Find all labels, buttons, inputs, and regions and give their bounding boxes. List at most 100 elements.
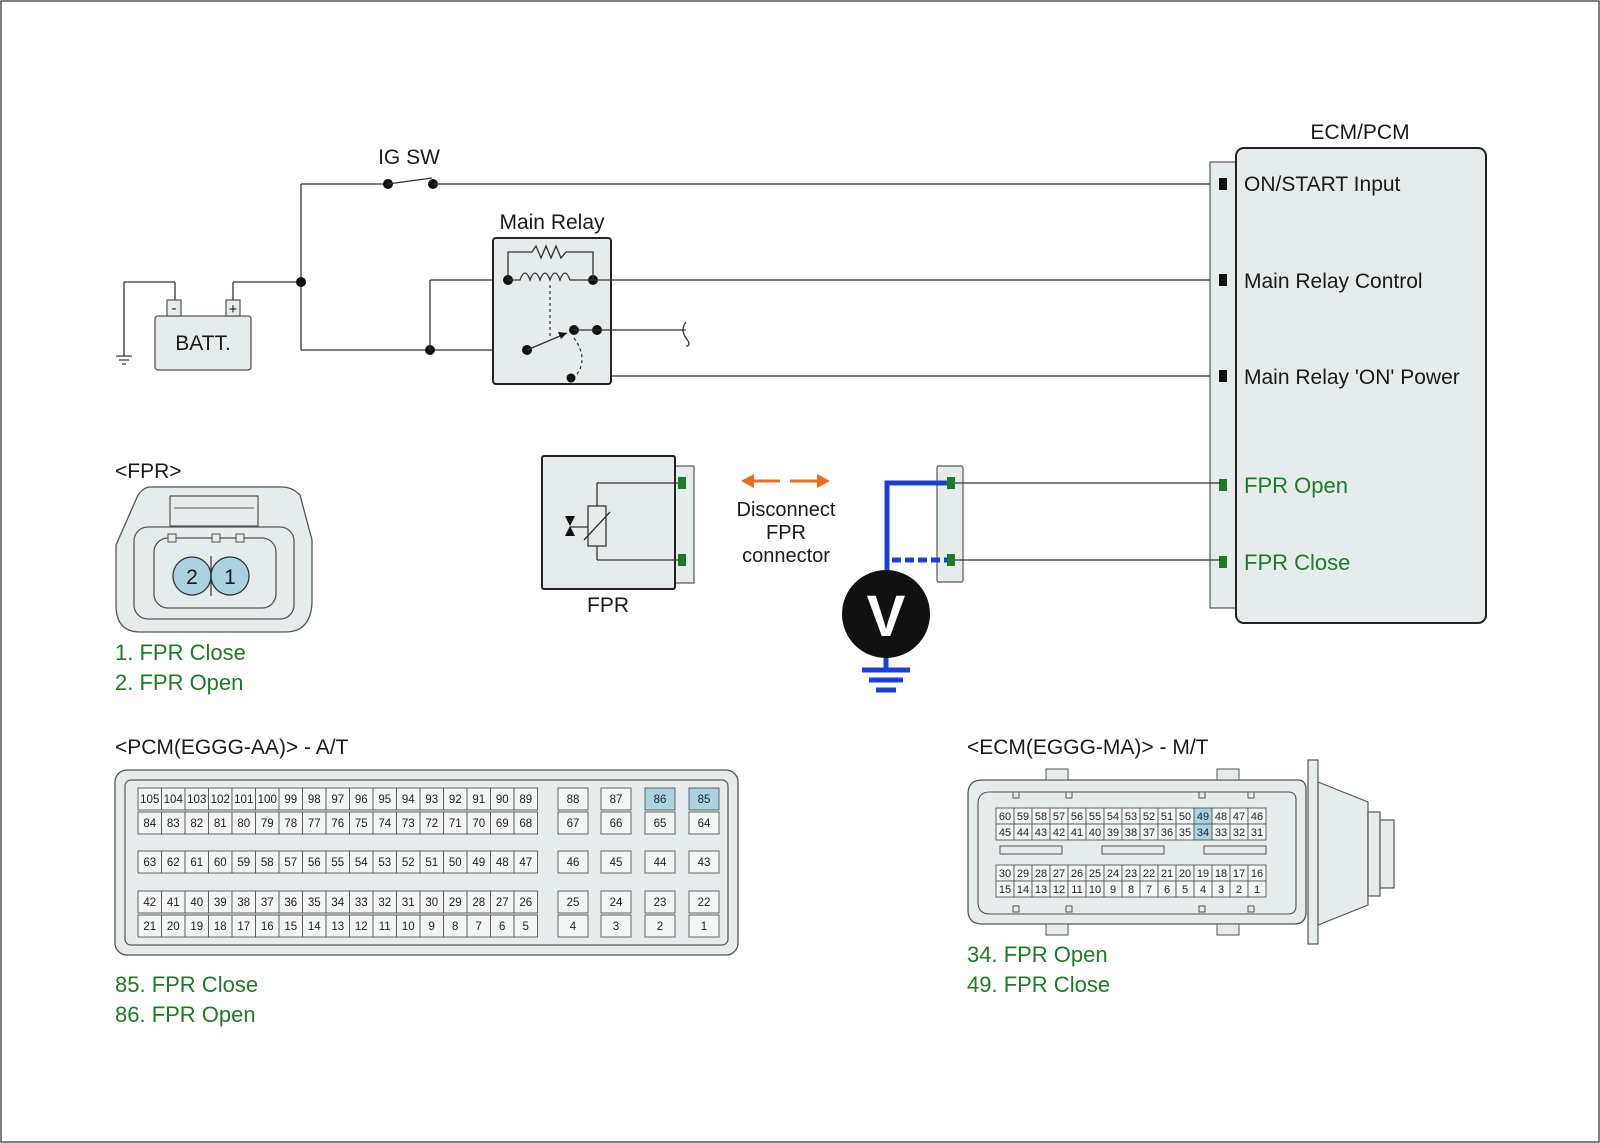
connector-pin-cell — [688, 890, 720, 914]
ig-sw-label: IG SW — [378, 146, 440, 169]
connector-pin-cell — [513, 850, 538, 874]
connector-pin-label: 31 — [402, 897, 415, 909]
connector-pin-label: 16 — [1251, 868, 1263, 880]
connector-pin-label: 78 — [284, 818, 297, 830]
connector-pin-cell — [557, 890, 589, 914]
connector-pin-label: 18 — [1215, 868, 1227, 880]
connector-pin-cell — [644, 811, 676, 835]
connector-pin-label: 99 — [284, 794, 297, 806]
pcm-legend-85: 85. FPR Close — [115, 972, 258, 997]
connector-pin-label: 60 — [214, 857, 227, 869]
connector-pin-label: 16 — [261, 921, 274, 933]
connector-pin-label: 42 — [143, 897, 156, 909]
connector-pin-label: 40 — [190, 897, 203, 909]
connector-pin-label: 28 — [472, 897, 485, 909]
connector-pin-label: 28 — [1035, 868, 1047, 880]
connector-pin-label: 67 — [567, 818, 580, 830]
pcm-connector-title: <PCM(EGGG-AA)> - A/T — [115, 736, 349, 759]
connector-pin-label: 23 — [1125, 868, 1137, 880]
connector-pin-label: 5 — [523, 921, 529, 933]
connector-pin-label: 3 — [1218, 884, 1224, 896]
connector-pin-label: 62 — [167, 857, 180, 869]
connector-pin-label: 21 — [143, 921, 156, 933]
connector-pin-label: 3 — [613, 921, 619, 933]
connector-pin-cell — [688, 811, 720, 835]
connector-pin-label: 15 — [284, 921, 297, 933]
connector-pin-label: 65 — [654, 818, 667, 830]
voltmeter-label: V — [867, 584, 906, 649]
connector-pin-label: 17 — [237, 921, 250, 933]
connector-pin-cell — [600, 890, 632, 914]
ecm-legend-49: 49. FPR Close — [967, 972, 1110, 997]
connector-pin-label: 50 — [449, 857, 462, 869]
harness-connector — [936, 465, 1221, 583]
connector-pin-label: 83 — [167, 818, 180, 830]
connector-pin-label: 39 — [214, 897, 227, 909]
connector-pin-label: 52 — [402, 857, 415, 869]
ground-symbol — [116, 281, 176, 365]
connector-pin-label: 63 — [143, 857, 156, 869]
connector-pin-label: 20 — [1179, 868, 1191, 880]
connector-pin-label: 1 — [701, 921, 707, 933]
connector-pin-cell — [600, 850, 632, 874]
pcm-legend-86: 86. FPR Open — [115, 1002, 256, 1027]
connector-pin-label: 60 — [999, 811, 1011, 823]
connector-pin-label: 81 — [214, 818, 227, 830]
connector-pin-label: 36 — [1161, 827, 1173, 839]
connector-pin-label: 95 — [378, 794, 391, 806]
connector-pin-label: 2 — [657, 921, 663, 933]
connector-pin-label: 36 — [284, 897, 297, 909]
connector-pin-label: 66 — [610, 818, 623, 830]
connector-pin-label: 38 — [1125, 827, 1137, 839]
connector-pin-label: 15 — [999, 884, 1011, 896]
connector-pin-cell — [644, 787, 676, 811]
connector-pin-label: 33 — [355, 897, 368, 909]
connector-pin-label: 79 — [261, 818, 274, 830]
connector-pin-label: 11 — [379, 921, 391, 933]
connector-pin-cell — [600, 914, 632, 938]
connector-pin-label: 10 — [402, 921, 415, 933]
connector-pin-label: 101 — [234, 794, 253, 806]
connector-pin-label: 54 — [355, 857, 368, 869]
connector-pin-label: 46 — [567, 857, 580, 869]
connector-pin-cell — [688, 787, 720, 811]
connector-pin-label: 84 — [143, 818, 156, 830]
connector-pin-label: 94 — [402, 794, 415, 806]
connector-pin-label: 21 — [1161, 868, 1173, 880]
ecm-legend-34: 34. FPR Open — [967, 942, 1108, 967]
ecm-module: ECM/PCM ON/START Input Main Relay Contro… — [1209, 121, 1487, 624]
fpr-pin-2: 2 — [186, 566, 198, 589]
connector-pin-label: 48 — [1215, 811, 1227, 823]
connector-pin-label: 104 — [164, 794, 184, 806]
connector-pin-cell — [513, 811, 538, 835]
connector-pin-cell — [688, 914, 720, 938]
connector-pin-cell — [513, 787, 538, 811]
fpr-legend-2: 2. FPR Open — [115, 670, 243, 695]
connector-pin-label: 54 — [1107, 811, 1119, 823]
connector-pin-label: 44 — [654, 857, 667, 869]
connector-pin-label: 2 — [1236, 884, 1242, 896]
connector-pin-label: 56 — [1071, 811, 1083, 823]
connector-pin-label: 4 — [570, 921, 577, 933]
connector-pin-label: 50 — [1179, 811, 1191, 823]
connector-pin-label: 96 — [355, 794, 368, 806]
connector-pin-label: 41 — [1071, 827, 1083, 839]
connector-pin-label: 32 — [378, 897, 391, 909]
connector-pin-label: 51 — [425, 857, 438, 869]
connector-pin-label: 103 — [187, 794, 206, 806]
connector-pin-label: 87 — [610, 794, 623, 806]
connector-pin-label: 35 — [1179, 827, 1191, 839]
connector-pin-label: 52 — [1143, 811, 1155, 823]
connector-pin-label: 105 — [140, 794, 159, 806]
connector-pin-label: 46 — [1251, 811, 1263, 823]
connector-pin-label: 11 — [1071, 884, 1082, 896]
connector-pin-label: 100 — [258, 794, 277, 806]
ecm-terminal-relay-power: Main Relay 'ON' Power — [1244, 366, 1460, 389]
connector-pin-label: 18 — [214, 921, 227, 933]
connector-pin-label: 47 — [519, 857, 532, 869]
connector-pin-label: 14 — [308, 921, 321, 933]
connector-pin-label: 93 — [425, 794, 438, 806]
voltmeter: V — [842, 480, 947, 693]
connector-pin-label: 48 — [496, 857, 509, 869]
